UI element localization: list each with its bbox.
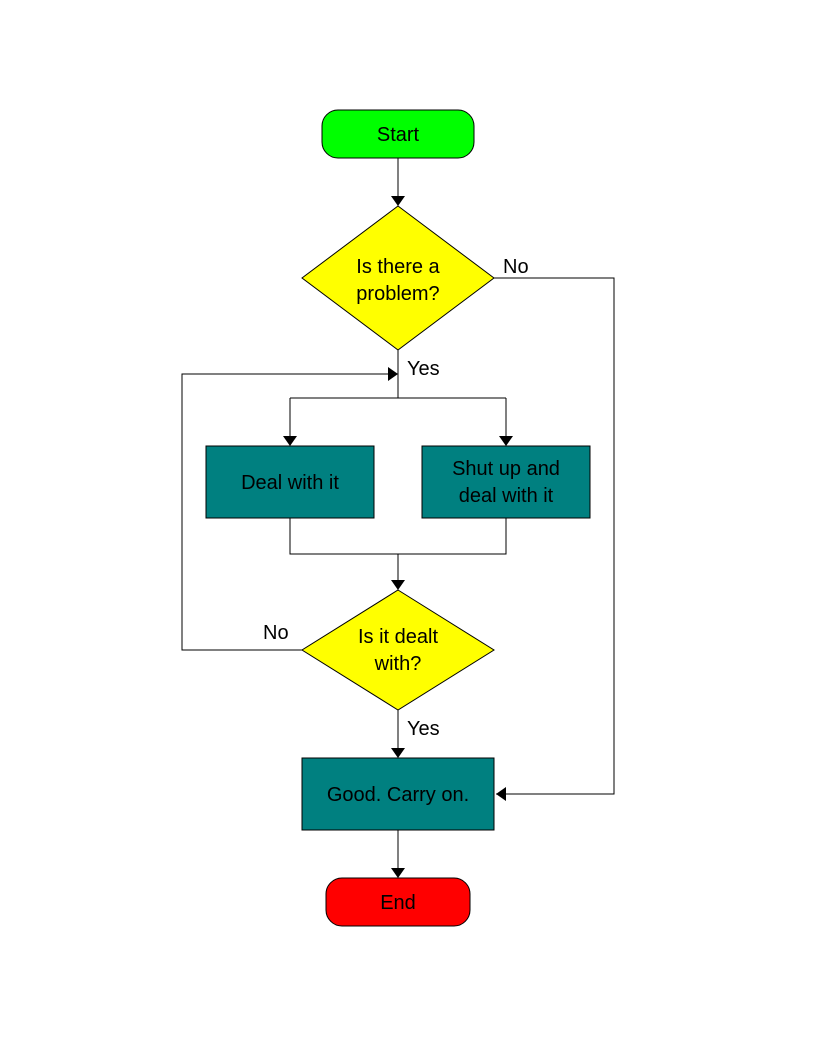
problem-diamond-shape: [301, 205, 495, 351]
start-shape: [321, 109, 475, 159]
shut-label-line-2: deal with it: [459, 485, 554, 507]
decision-is-there-a-problem: Is there a problem?: [301, 205, 495, 351]
good-shape: [301, 757, 495, 831]
end-shape: [325, 877, 471, 927]
problem-label-line-2: problem?: [356, 283, 439, 305]
end-terminal: End: [325, 877, 471, 927]
edge-label-problem-no: No: [503, 256, 529, 278]
edge-tasks-merge: [289, 518, 507, 555]
edge-problem-no-to-good: [494, 277, 615, 801]
start-terminal: Start: [321, 109, 475, 159]
problem-label-line-1: Is there a: [356, 256, 440, 278]
edge-label-problem-yes: Yes: [407, 358, 440, 380]
dealt-label-line-2: with?: [374, 653, 422, 675]
process-shut-up-and-deal-with-it: Shut up and deal with it: [421, 445, 591, 519]
good-label: Good. Carry on.: [327, 784, 469, 806]
deal-shape: [205, 445, 375, 519]
edge-label-dealt-yes: Yes: [407, 718, 440, 740]
deal-label: Deal with it: [241, 472, 339, 494]
shut-label-line-1: Shut up and: [452, 458, 560, 480]
process-deal-with-it: Deal with it: [205, 445, 375, 519]
edge-label-dealt-no: No: [263, 622, 289, 644]
shut-shape: [421, 445, 591, 519]
end-label: End: [380, 892, 416, 914]
dealt-label-line-1: Is it dealt: [358, 626, 438, 648]
start-label: Start: [377, 124, 420, 146]
dealt-diamond-shape: [301, 589, 495, 711]
process-good-carry-on: Good. Carry on.: [301, 757, 495, 831]
edge-dealt-no-loop: [181, 367, 398, 651]
decision-is-it-dealt-with: Is it dealt with?: [301, 589, 495, 711]
